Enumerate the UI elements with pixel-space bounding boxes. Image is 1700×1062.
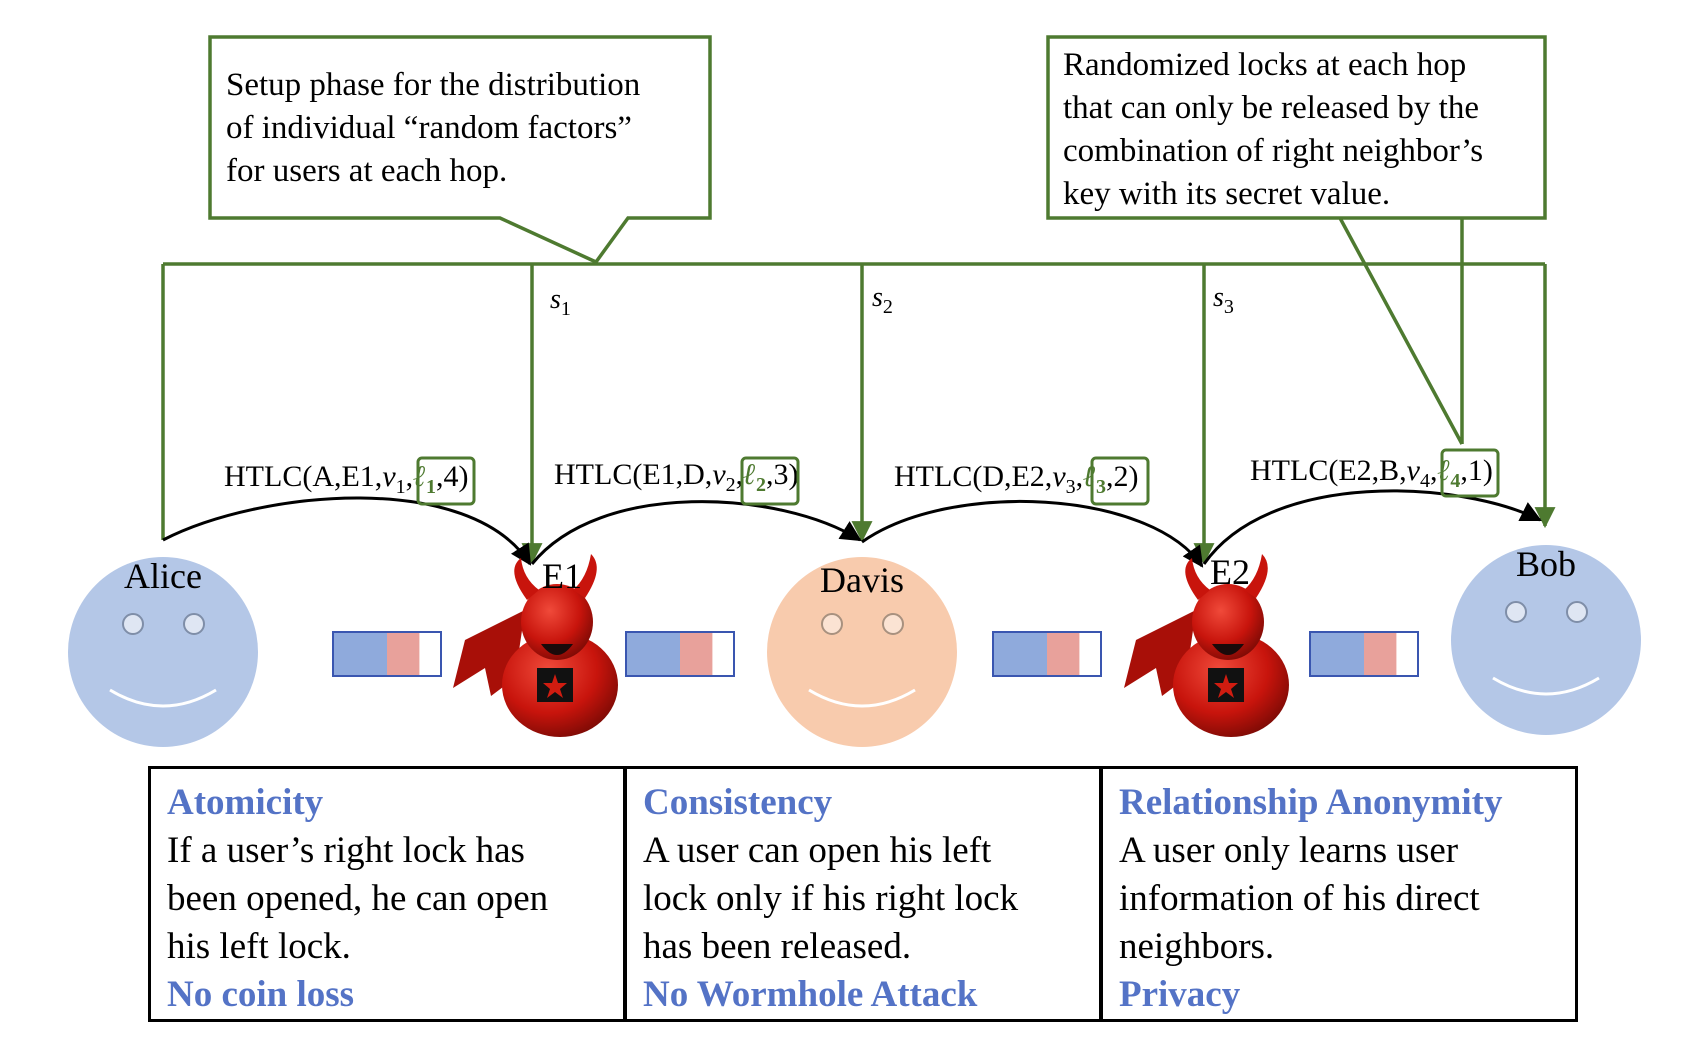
property-line: his left lock. <box>167 926 351 967</box>
channel-bar-red <box>680 632 713 676</box>
channel-bar-blue <box>993 632 1047 676</box>
property-line: lock only if his right lock <box>643 878 1019 919</box>
htlc-label-2: HTLC(E1,D,v2,ℓ2,3) <box>554 458 798 496</box>
locks-callout-box <box>1046 35 1547 445</box>
property-line: A user can open his left <box>643 830 992 871</box>
property-box-atomicity: Atomicity If a user’s right lock has bee… <box>148 766 626 1022</box>
channel-bar-4 <box>1309 631 1419 677</box>
user-name-davis: Davis <box>820 560 904 600</box>
face-davis-head <box>767 557 957 747</box>
user-name-bob: Bob <box>1516 544 1576 584</box>
channel-bar-red <box>1364 632 1397 676</box>
property-description: A user only learns user information of h… <box>1119 827 1561 971</box>
property-box-consistency: Consistency A user can open his left loc… <box>624 766 1102 1022</box>
user-name-e1: E1 <box>542 556 582 596</box>
htlc-arcs <box>162 489 1542 568</box>
property-title: Consistency <box>643 782 833 823</box>
htlc-label-4: HTLC(E2,B,v4,ℓ4,1) <box>1250 454 1493 492</box>
htlc-arc-1 <box>162 496 532 566</box>
locks-callout-line: that can only be released by the <box>1063 90 1479 126</box>
lock-box-1 <box>416 456 476 506</box>
channel-bar-outline <box>992 631 1102 677</box>
setup-callout-line: for users at each hop. <box>226 153 508 189</box>
user-name-alice: Alice <box>124 556 202 596</box>
lock-box-4 <box>1440 448 1500 498</box>
lock-box-2 <box>740 456 800 506</box>
channel-bar-2 <box>625 631 735 677</box>
face-davis <box>767 557 957 747</box>
user-names: Alice E1 Davis E2 Bob <box>124 544 1576 600</box>
property-line: A user only learns user <box>1119 830 1459 871</box>
setup-callout-text: Setup phase for the distribution of indi… <box>226 64 640 193</box>
htlc-arc-3 <box>861 499 1204 568</box>
locks-callout-line: combination of right neighbor’s <box>1063 133 1484 169</box>
property-title: Atomicity <box>167 782 324 823</box>
devil-e1-icon <box>453 554 618 737</box>
channel-bar-red <box>1047 632 1080 676</box>
channel-bar-3 <box>992 631 1102 677</box>
htlc-label-3: HTLC(D,E2,v3,ℓ3,2) <box>894 460 1138 498</box>
channel-bar-outline <box>625 631 735 677</box>
channel-bar-outline <box>332 631 442 677</box>
channel-bar-1 <box>332 631 442 677</box>
lock-highlights <box>416 448 1500 506</box>
secret-labels: s1 s2 s3 <box>550 282 1234 320</box>
setup-callout-line: Setup phase for the distribution <box>226 67 641 103</box>
setup-callout-box <box>208 35 712 265</box>
secret-s3: s3 <box>1213 282 1234 318</box>
property-box-anonymity: Relationship Anonymity A user only learn… <box>1100 766 1578 1022</box>
htlc-labels: HTLC(A,E1,v1,ℓ1,4) HTLC(E1,D,v2,ℓ2,3) HT… <box>224 454 1493 498</box>
channel-bar-blue <box>333 632 387 676</box>
htlc-arc-4 <box>1202 489 1542 565</box>
secret-s1: s1 <box>550 284 571 320</box>
setup-network <box>161 35 1556 565</box>
locks-callout-line: key with its secret value. <box>1063 176 1391 212</box>
setup-callout-line: of individual “random factors” <box>226 110 632 146</box>
face-alice-head <box>68 557 258 747</box>
property-line: has been released. <box>643 926 912 967</box>
property-line: information of his direct <box>1119 878 1480 919</box>
face-bob-head <box>1451 545 1641 735</box>
htlc-arc-2 <box>530 500 862 565</box>
devil-e2-icon <box>1124 554 1289 737</box>
channel-bar-outline <box>1309 631 1419 677</box>
user-name-e2: E2 <box>1210 552 1250 592</box>
property-goal: No Wormhole Attack <box>643 974 978 1015</box>
property-line: neighbors. <box>1119 926 1275 967</box>
channel-bar-red <box>387 632 420 676</box>
property-title: Relationship Anonymity <box>1119 782 1503 823</box>
locks-callout-text: Randomized locks at each hop that can on… <box>1063 44 1483 216</box>
channel-bars <box>332 631 1419 677</box>
locks-callout-line: Randomized locks at each hop <box>1063 47 1467 83</box>
property-goal: No coin loss <box>167 974 355 1015</box>
htlc-label-1: HTLC(A,E1,v1,ℓ1,4) <box>224 460 468 498</box>
property-description: If a user’s right lock has been opened, … <box>167 827 609 971</box>
lock-box-3 <box>1090 456 1150 506</box>
secret-s2: s2 <box>872 282 893 318</box>
face-alice <box>68 557 258 747</box>
property-goal: Privacy <box>1119 974 1241 1015</box>
property-line: If a user’s right lock has <box>167 830 525 871</box>
face-bob <box>1451 545 1641 735</box>
channel-bar-blue <box>1310 632 1364 676</box>
property-line: been opened, he can open <box>167 878 549 919</box>
property-description: A user can open his left lock only if hi… <box>643 827 1085 971</box>
channel-bar-blue <box>626 632 680 676</box>
